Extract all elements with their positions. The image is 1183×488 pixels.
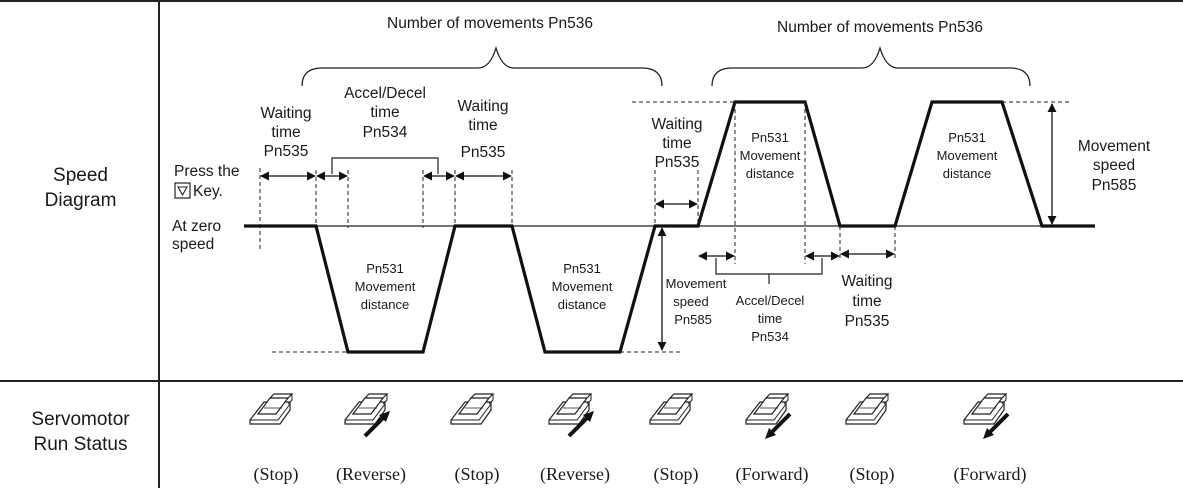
speed-text: speed <box>172 236 214 253</box>
svg-text:Waiting: Waiting <box>841 273 892 290</box>
speed-profile <box>244 100 1095 354</box>
motor-icon <box>249 393 293 425</box>
movement-distance-label-3: Pn531 Movement distance <box>740 130 801 181</box>
run-status-text: (Stop) <box>254 464 299 485</box>
svg-text:time: time <box>758 311 783 326</box>
run-status-label: Servomotor Run Status <box>31 409 130 455</box>
svg-text:Accel/Decel: Accel/Decel <box>736 293 805 308</box>
svg-text:distance: distance <box>943 166 991 181</box>
speed-diagram: Number of movements Pn536 Number of move… <box>172 15 1151 354</box>
row-divider <box>0 380 1183 382</box>
reverse-arrow-icon <box>567 411 594 438</box>
movements-label-right: Number of movements Pn536 <box>777 19 983 36</box>
run-status-text: (Stop) <box>654 464 699 485</box>
motor-icon <box>649 393 693 425</box>
svg-text:Pn585: Pn585 <box>1092 177 1137 194</box>
movement-distance-label-1: Pn531 Movement distance <box>355 261 416 312</box>
table-top-border <box>0 0 1183 2</box>
forward-arrow-icon <box>983 412 1010 439</box>
movement-distance-label-4: Pn531 Movement distance <box>937 130 998 181</box>
svg-text:Waiting: Waiting <box>651 116 702 133</box>
press-the-text: Press the <box>174 163 239 180</box>
down-key-triangle <box>177 186 188 197</box>
run-status-text: (Reverse) <box>336 464 406 485</box>
accel-bracket-top <box>331 157 439 174</box>
dashed-guides <box>272 101 1072 353</box>
svg-text:Movement: Movement <box>937 148 998 163</box>
svg-text:distance: distance <box>746 166 794 181</box>
at-zero-text: At zero <box>172 218 221 235</box>
key-text: Key. <box>193 183 223 200</box>
movements-brace-right <box>711 45 1031 87</box>
motor-icon <box>450 393 494 425</box>
waiting-time-label-1: Waiting time Pn535 <box>260 105 311 160</box>
movements-label-left: Number of movements Pn536 <box>387 15 593 32</box>
svg-text:speed: speed <box>1093 157 1135 174</box>
movement-speed-label-right: Movement speed Pn585 <box>1078 138 1151 194</box>
svg-text:time: time <box>468 117 497 134</box>
motor-status-icons <box>249 393 1010 439</box>
svg-text:Pn534: Pn534 <box>363 124 408 141</box>
svg-text:distance: distance <box>558 297 606 312</box>
svg-text:Pn535: Pn535 <box>655 154 700 171</box>
svg-text:Pn534: Pn534 <box>751 329 789 344</box>
svg-text:Movement: Movement <box>552 279 613 294</box>
waiting-time-label-2: Waiting time Pn535 <box>457 98 508 161</box>
svg-text:Waiting: Waiting <box>457 98 508 115</box>
forward-arrow-icon <box>765 412 792 439</box>
movement-distance-label-2: Pn531 Movement distance <box>552 261 613 312</box>
waiting-time-label-4: Waiting time Pn535 <box>841 273 892 330</box>
accel-decel-label-top: Accel/Decel time Pn534 <box>344 85 426 141</box>
accel-decel-label-bottom: Accel/Decel time Pn534 <box>736 293 805 344</box>
svg-text:Movement: Movement <box>355 279 416 294</box>
svg-text:Pn531: Pn531 <box>751 130 789 145</box>
waiting-time-label-3: Waiting time Pn535 <box>651 116 702 171</box>
movement-speed-label-mid: Movement speed Pn585 <box>666 276 727 327</box>
svg-text:time: time <box>370 104 399 121</box>
svg-text:Pn531: Pn531 <box>366 261 404 276</box>
run-status-text: (Forward) <box>954 464 1027 485</box>
speed-diagram-label: Speed Diagram <box>44 165 117 211</box>
svg-text:speed: speed <box>673 294 708 309</box>
svg-text:time: time <box>662 135 691 152</box>
svg-text:Pn535: Pn535 <box>845 313 890 330</box>
svg-text:Movement: Movement <box>666 276 727 291</box>
svg-text:Pn531: Pn531 <box>563 261 601 276</box>
reverse-arrow-icon <box>363 411 390 438</box>
svg-text:Pn535: Pn535 <box>264 143 309 160</box>
accel-bracket-bottom <box>715 258 823 275</box>
run-status-row: (Stop) (Reverse) (Stop) (Reverse) (Stop) (For… <box>249 393 1027 485</box>
svg-text:Pn531: Pn531 <box>948 130 986 145</box>
svg-text:time: time <box>852 293 881 310</box>
column-divider <box>158 0 160 488</box>
run-status-text: (Stop) <box>850 464 895 485</box>
svg-text:time: time <box>271 124 300 141</box>
svg-text:Movement: Movement <box>740 148 801 163</box>
motor-status-labels: (Stop) (Reverse) (Stop) (Reverse) (Stop) (For… <box>254 464 1027 485</box>
run-status-text: (Reverse) <box>540 464 610 485</box>
svg-text:Pn585: Pn585 <box>674 312 712 327</box>
dimension-arrows <box>260 103 1057 351</box>
run-status-text: (Stop) <box>455 464 500 485</box>
svg-text:distance: distance <box>361 297 409 312</box>
svg-text:Pn535: Pn535 <box>461 144 506 161</box>
svg-text:Accel/Decel: Accel/Decel <box>344 85 426 102</box>
motor-icon <box>845 393 889 425</box>
movements-brace-left <box>301 45 663 87</box>
svg-text:Movement: Movement <box>1078 138 1151 155</box>
down-key-icon <box>174 182 191 199</box>
run-status-text: (Forward) <box>736 464 809 485</box>
svg-text:Waiting: Waiting <box>260 105 311 122</box>
